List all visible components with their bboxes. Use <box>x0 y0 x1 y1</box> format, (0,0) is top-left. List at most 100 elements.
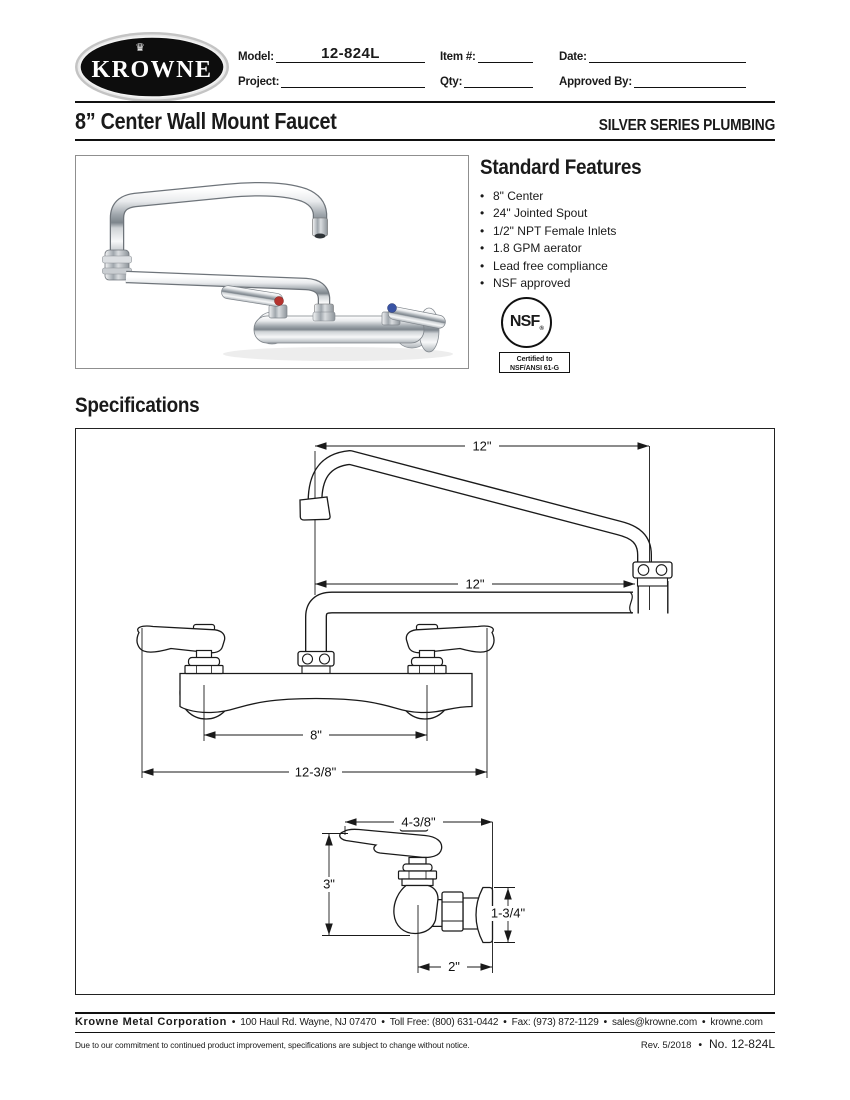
approved-by-label: Approved By: <box>559 76 632 88</box>
standard-features: Standard Features • 8" Center • 24" Jointe… <box>480 156 776 386</box>
break-line <box>629 591 633 614</box>
footer-fine-print: Due to our commitment to continued produ… <box>75 1037 775 1051</box>
bullet: • <box>231 1017 236 1028</box>
series-label: SILVER SERIES PLUMBING <box>598 117 776 134</box>
page-title: 8” Center Wall Mount Faucet <box>75 108 337 134</box>
footer-divider-bottom <box>75 1032 775 1034</box>
krowne-logo-oval: ♛ KROWNE <box>75 32 229 102</box>
brand-name: KROWNE <box>91 57 212 83</box>
side-view: 4-3/8" 3" 1-3/4" 2" <box>317 814 532 975</box>
swivel-nut <box>632 561 673 587</box>
dim-center: 8" <box>310 728 322 743</box>
document-number: No. 12-824L <box>708 1037 775 1051</box>
specifications-drawing-frame: 12" 12" <box>75 428 775 995</box>
title-bar: 8” Center Wall Mount Faucet SILVER SERIE… <box>75 104 775 138</box>
bullet: • <box>480 206 485 221</box>
photo-left-handle <box>221 285 288 319</box>
photo-upper-spout <box>109 181 328 256</box>
nsf-seal-icon: NSF® <box>501 297 552 348</box>
upper-spout <box>307 450 652 565</box>
date-value <box>588 62 746 63</box>
registered-symbol: ® <box>539 326 544 332</box>
header-fields-col3: Date: Approved By: <box>559 42 746 92</box>
dim-height: 3" <box>323 877 335 892</box>
side-body <box>393 884 446 935</box>
item-field: Item #: <box>440 42 533 63</box>
approved-by-value <box>634 87 746 88</box>
feature-text: 24" Jointed Spout <box>493 206 588 221</box>
bullet: • <box>702 1017 706 1028</box>
email-address: sales@krowne.com <box>612 1017 698 1028</box>
model-label: Model: <box>238 51 274 63</box>
list-item: •NSF approved <box>480 275 776 292</box>
hot-index <box>274 296 284 306</box>
dimension-drawing: 12" 12" <box>136 438 673 975</box>
front-view: 12" 12" <box>136 438 673 780</box>
nsf-certification-box: Certified to NSF/ANSI 61-G <box>499 352 570 373</box>
website-url: krowne.com <box>710 1017 763 1028</box>
feature-text: 1/2" NPT Female Inlets <box>493 223 617 238</box>
dim-spout-upper: 12" <box>472 439 491 454</box>
shadow <box>223 347 453 361</box>
company-address: 100 Haul Rd. Wayne, NJ 07470 <box>240 1017 377 1028</box>
disclaimer-text: Due to our commitment to continued produ… <box>75 1040 470 1050</box>
features-list: • 8" Center • 24" Jointed Spout • 1/2" NPT … <box>480 188 776 292</box>
header-divider <box>75 101 775 103</box>
footer-divider-top <box>75 1012 775 1014</box>
bullet: • <box>503 1017 507 1028</box>
date-field: Date: <box>559 42 746 63</box>
project-label: Project: <box>238 76 280 88</box>
qty-value <box>464 87 533 88</box>
side-bonnet <box>397 856 438 887</box>
list-item: •Lead free compliance <box>480 258 776 275</box>
item-value <box>477 62 533 63</box>
photo-right-handle <box>381 303 446 329</box>
right-handle <box>405 623 495 675</box>
toll-free-number: Toll Free: (800) 631-0442 <box>389 1017 499 1028</box>
product-photo <box>102 181 453 361</box>
item-label: Item #: <box>440 51 476 63</box>
list-item: • 8" Center <box>480 188 776 205</box>
faucet-body <box>179 666 473 720</box>
photo-swivel-joint <box>102 249 132 281</box>
qty-field: Qty: <box>440 67 533 88</box>
dim-flange: 1-3/4" <box>491 906 526 921</box>
left-handle <box>136 623 226 675</box>
header-fields-col1: Model: 12-824L Project: <box>238 42 425 92</box>
date-label: Date: <box>559 51 587 63</box>
specifications-heading: Specifications <box>75 394 200 417</box>
footer-contact-line: Krowne Metal Corporation • 100 Haul Rd. … <box>75 1016 775 1028</box>
krowne-logo: ♛ KROWNE <box>74 31 232 105</box>
spout-nozzle <box>299 496 331 521</box>
dim-spout-lower: 12" <box>465 577 484 592</box>
project-field: Project: <box>238 67 425 88</box>
nsf-mark-text: NSF <box>509 313 540 330</box>
bullet: • <box>698 1040 702 1051</box>
lower-arm <box>305 591 633 654</box>
model-field: Model: 12-824L <box>238 42 425 63</box>
approved-field: Approved By: <box>559 67 746 88</box>
project-value <box>281 87 425 88</box>
center-spout-nut <box>297 650 335 675</box>
qty-label: Qty: <box>440 76 463 88</box>
bullet: • <box>381 1017 385 1028</box>
feature-text: 1.8 GPM aerator <box>493 241 582 256</box>
bullet: • <box>480 276 485 291</box>
company-name: Krowne Metal Corporation <box>75 1016 227 1028</box>
features-heading: Standard Features <box>480 156 642 179</box>
nsf-cert-line2: NSF/ANSI 61-G <box>510 364 559 372</box>
crown-icon: ♛ <box>135 41 145 54</box>
list-item: • 24" Jointed Spout <box>480 205 776 222</box>
bullet: • <box>480 223 485 238</box>
model-value: 12-824L <box>275 45 425 63</box>
list-item: •1.8 GPM aerator <box>480 240 776 257</box>
fax-number: Fax: (973) 872-1129 <box>511 1017 599 1028</box>
nozzle <box>312 217 328 237</box>
revision-label: Rev. 5/2018 <box>640 1040 692 1051</box>
bullet: • <box>480 189 485 203</box>
product-photo-frame <box>75 155 469 369</box>
bullet: • <box>480 258 485 273</box>
dim-wall: 2" <box>448 959 460 974</box>
feature-text: 8" Center <box>493 189 544 203</box>
